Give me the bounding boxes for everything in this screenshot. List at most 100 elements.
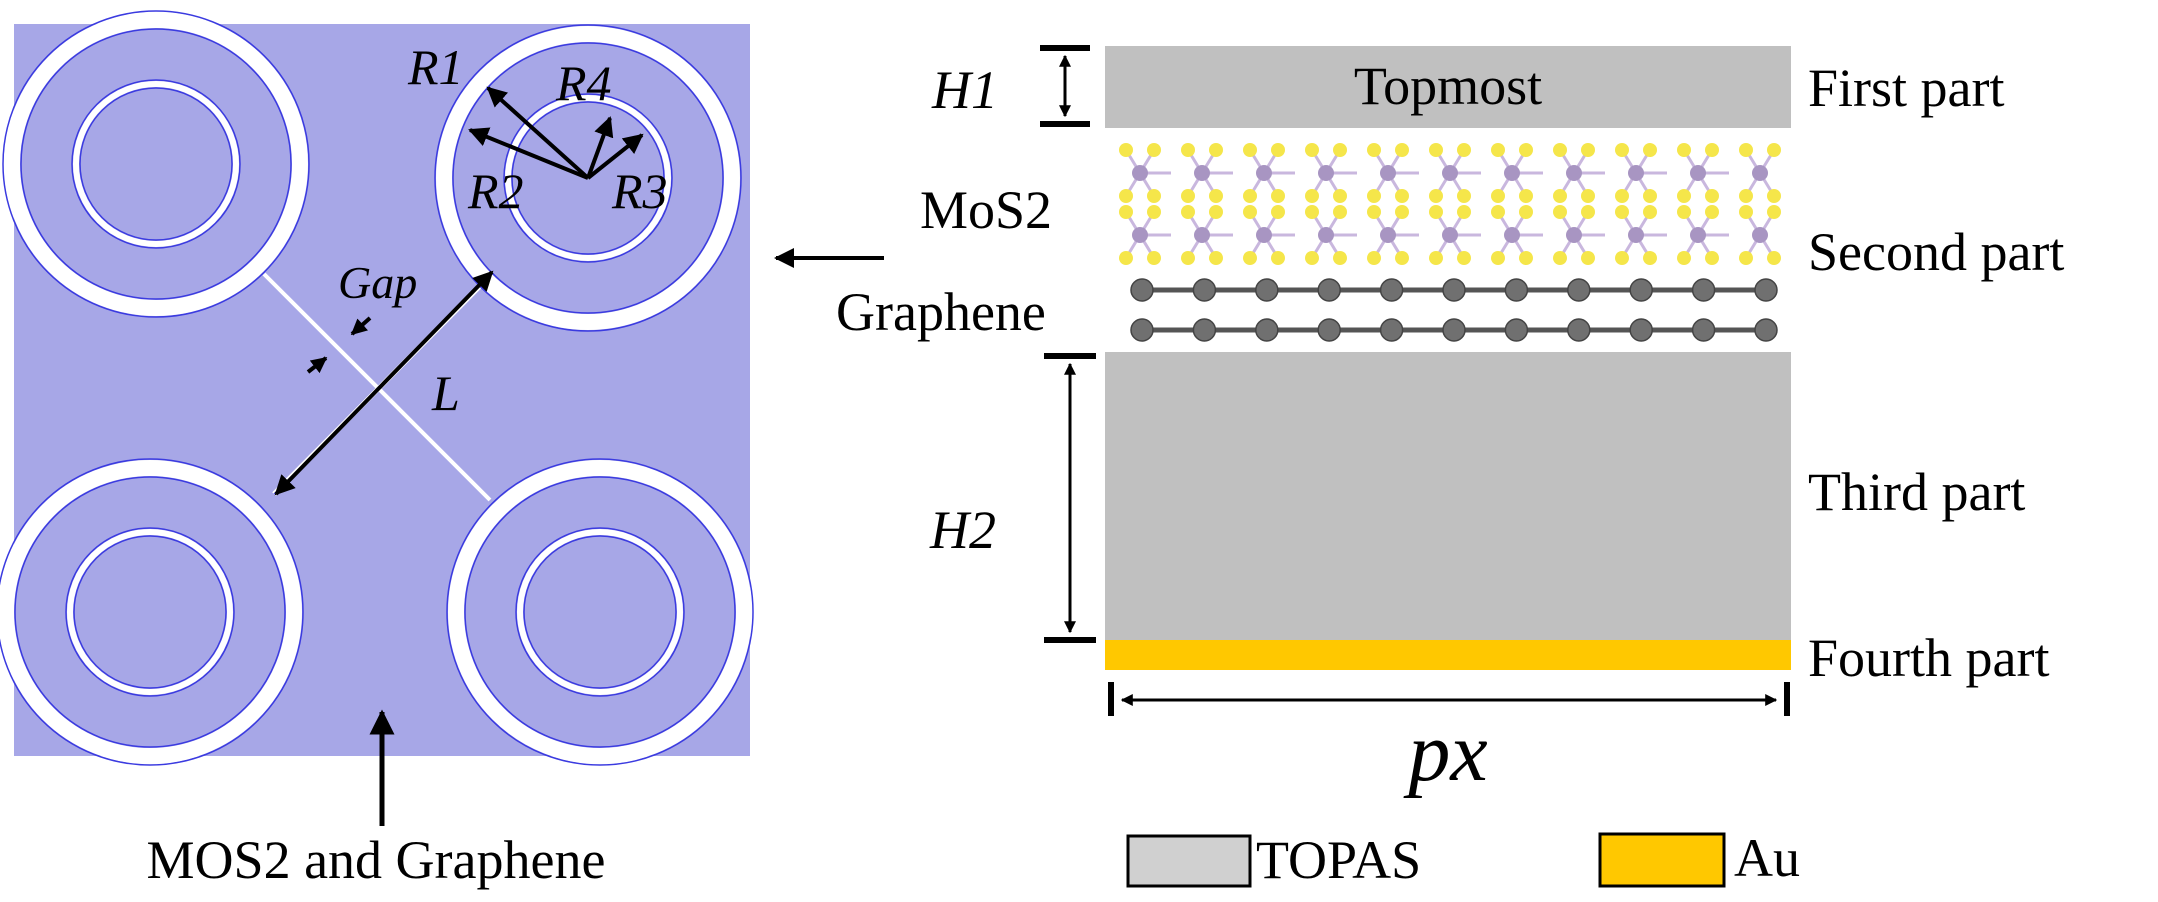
- sulfur-atom: [1181, 205, 1195, 219]
- inner-ring-edge-inner: [523, 535, 677, 689]
- carbon-atom: [1567, 278, 1591, 302]
- label-r2: R2: [467, 163, 524, 219]
- sulfur-atom: [1395, 143, 1409, 157]
- carbon-atom: [1629, 318, 1653, 342]
- top-view-caption: MOS2 and Graphene: [147, 830, 606, 890]
- sulfur-atom: [1705, 143, 1719, 157]
- sulfur-atom: [1395, 251, 1409, 265]
- mos2-label: MoS2: [920, 180, 1052, 240]
- inner-ring-edge-inner: [73, 535, 227, 689]
- inner-ring-edge-inner: [511, 101, 665, 255]
- sulfur-atom: [1209, 205, 1223, 219]
- sulfur-atom: [1457, 189, 1471, 203]
- carbon-atom: [1691, 318, 1716, 342]
- sulfur-atom: [1519, 143, 1533, 157]
- r2-arrow: [468, 127, 589, 180]
- outer-ring: [448, 460, 752, 764]
- sulfur-atom: [1767, 251, 1781, 265]
- molybdenum-atom: [1442, 227, 1458, 243]
- sulfur-atom: [1767, 143, 1781, 157]
- carbon-atom: [1317, 318, 1341, 342]
- ring-inner-edge: [464, 476, 736, 748]
- sulfur-atom: [1429, 205, 1443, 219]
- legend-swatch-au: [1598, 832, 1726, 888]
- r1-arrow: [486, 86, 590, 180]
- sulfur-atom: [1271, 251, 1285, 265]
- sulfur-atom: [1181, 189, 1195, 203]
- ring-outer-edge: [2, 10, 310, 318]
- sulfur-atom: [1271, 143, 1285, 157]
- label-gap: Gap: [338, 257, 417, 308]
- sulfur-atom: [1147, 251, 1161, 265]
- legend-label-au: Au: [1734, 828, 1800, 888]
- molybdenum-atom: [1318, 227, 1334, 243]
- third-part-label: Third part: [1808, 462, 2025, 522]
- sulfur-atom: [1243, 205, 1257, 219]
- resonator-rings: [0, 10, 754, 766]
- molybdenum-atom: [1504, 227, 1520, 243]
- molybdenum-atom: [1256, 165, 1272, 181]
- carbon-atom: [1192, 318, 1217, 342]
- sulfur-atom: [1643, 251, 1657, 265]
- sulfur-atom: [1333, 143, 1347, 157]
- sulfur-atom: [1367, 143, 1381, 157]
- graphene-lattice: [1130, 278, 1778, 342]
- first-part-label: First part: [1808, 58, 2005, 118]
- molybdenum-atom: [1628, 165, 1644, 181]
- sulfur-atom: [1367, 189, 1381, 203]
- r4-arrow: [586, 116, 614, 179]
- ring-inner-edge: [20, 28, 292, 300]
- sulfur-atom: [1491, 143, 1505, 157]
- carbon-atom: [1629, 278, 1653, 302]
- sulfur-atom: [1581, 205, 1595, 219]
- sulfur-atom: [1147, 143, 1161, 157]
- molybdenum-atom: [1690, 227, 1706, 243]
- inner-ring: [505, 95, 671, 261]
- carbon-atom: [1567, 318, 1591, 342]
- sulfur-atom: [1271, 205, 1285, 219]
- carbon-atom: [1442, 318, 1466, 342]
- px-dimension: px: [1108, 682, 1790, 799]
- topmost-layer: [1105, 46, 1791, 128]
- h1-label: H1: [931, 60, 998, 120]
- carbon-atom: [1754, 278, 1778, 302]
- top-view-panel: R1 R4 R2 R3 Gap L: [0, 10, 754, 766]
- sulfur-atom: [1333, 205, 1347, 219]
- sulfur-atom: [1429, 143, 1443, 157]
- ring-inner-edge: [452, 42, 724, 314]
- inner-ring: [517, 529, 683, 695]
- fourth-part-label: Fourth part: [1808, 628, 2049, 688]
- label-r3: R3: [611, 163, 668, 219]
- graphene-label: Graphene: [836, 282, 1046, 342]
- sulfur-atom: [1147, 189, 1161, 203]
- molybdenum-atom: [1566, 227, 1582, 243]
- molybdenum-atom: [1442, 165, 1458, 181]
- sulfur-atom: [1553, 251, 1567, 265]
- sulfur-atom: [1305, 205, 1319, 219]
- sulfur-atom: [1705, 251, 1719, 265]
- sulfur-atom: [1305, 251, 1319, 265]
- carbon-atom: [1691, 278, 1716, 302]
- sulfur-atom: [1519, 205, 1533, 219]
- legend-swatch-topas: [1126, 834, 1252, 888]
- molybdenum-atom: [1380, 227, 1396, 243]
- sulfur-atom: [1677, 143, 1691, 157]
- sulfur-atom: [1615, 251, 1629, 265]
- legend: TOPAS Au: [1126, 828, 1800, 890]
- sulfur-atom: [1739, 251, 1753, 265]
- sulfur-atom: [1553, 205, 1567, 219]
- topmost-label: Topmost: [1354, 56, 1542, 116]
- sulfur-atom: [1271, 189, 1285, 203]
- radius-annotations: [468, 86, 644, 180]
- sulfur-atom: [1767, 189, 1781, 203]
- molybdenum-atom: [1504, 165, 1520, 181]
- carbon-atom: [1379, 278, 1404, 302]
- sulfur-atom: [1457, 205, 1471, 219]
- carbon-atom: [1754, 318, 1778, 342]
- molybdenum-atom: [1132, 165, 1148, 181]
- carbon-atom: [1255, 318, 1279, 342]
- ring-outer-edge: [446, 458, 754, 766]
- inner-ring-edge-outer: [71, 79, 241, 249]
- inner-ring: [73, 81, 239, 247]
- molybdenum-atom: [1752, 165, 1768, 181]
